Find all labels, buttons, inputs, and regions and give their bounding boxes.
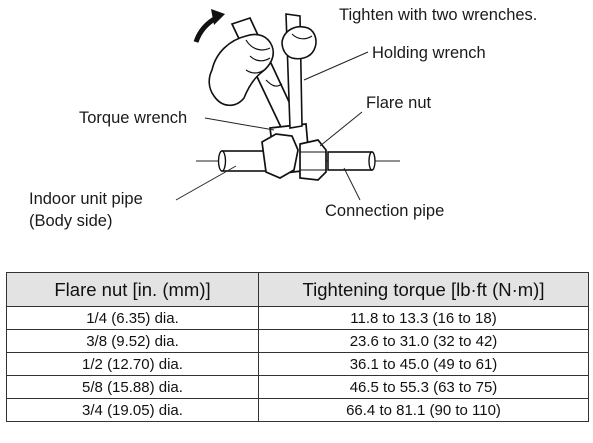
flare-nut-size: 3/8 (9.52) dia.	[6, 329, 259, 353]
instruction-text: Tighten with two wrenches.	[339, 6, 538, 24]
tightening-torque: 66.4 to 81.1 (90 to 110)	[258, 398, 589, 422]
tightening-torque: 36.1 to 45.0 (49 to 61)	[258, 352, 589, 376]
holding-wrench-leader	[303, 51, 369, 81]
column-header-torque: Tightening torque [lb·ft (N·m)]	[258, 272, 589, 307]
table-header-row: Flare nut [in. (mm)] Tightening torque […	[6, 272, 589, 307]
wrench-diagram	[175, 9, 400, 201]
indoor-pipe-label: Indoor unit pipe	[29, 190, 143, 208]
column-header-flare-nut: Flare nut [in. (mm)]	[6, 272, 259, 307]
table-row: 1/2 (12.70) dia. 36.1 to 45.0 (49 to 61)	[6, 352, 589, 376]
table-row: 3/8 (9.52) dia. 23.6 to 31.0 (32 to 42)	[6, 329, 589, 353]
table-row: 5/8 (15.88) dia. 46.5 to 55.3 (63 to 75)	[6, 375, 589, 399]
table-row: 3/4 (19.05) dia. 66.4 to 81.1 (90 to 110…	[6, 398, 589, 422]
tightening-torque: 46.5 to 55.3 (63 to 75)	[258, 375, 589, 399]
flare-nut-label: Flare nut	[366, 94, 432, 112]
tightening-torque: 23.6 to 31.0 (32 to 42)	[258, 329, 589, 353]
torque-table: Flare nut [in. (mm)] Tightening torque […	[6, 272, 589, 422]
torque-wrench-leader	[204, 117, 275, 131]
flare-nut-leader	[319, 111, 363, 147]
wrench-illustration: Tighten with two wrenches. Holding wrenc…	[29, 6, 538, 230]
connection-pipe-icon	[327, 151, 376, 171]
connection-pipe-leader	[343, 167, 361, 201]
flare-nut-size: 3/4 (19.05) dia.	[6, 398, 259, 422]
flare-nut-size: 1/2 (12.70) dia.	[6, 352, 259, 376]
rotation-arrow-icon	[193, 9, 225, 43]
flare-nut-size: 5/8 (15.88) dia.	[6, 375, 259, 399]
indoor-pipe-leader	[175, 165, 237, 201]
hand-icon	[281, 26, 317, 60]
torque-wrench-label: Torque wrench	[79, 109, 188, 127]
flare-nut-icon	[299, 139, 327, 181]
table-row: 1/4 (6.35) dia. 11.8 to 13.3 (16 to 18)	[6, 306, 589, 330]
tightening-torque: 11.8 to 13.3 (16 to 18)	[258, 306, 589, 330]
connection-pipe-label: Connection pipe	[325, 202, 445, 220]
holding-wrench-label: Holding wrench	[372, 44, 486, 62]
flare-nut-size: 1/4 (6.35) dia.	[6, 306, 259, 330]
indoor-pipe-sublabel: (Body side)	[29, 212, 113, 230]
hand-icon	[208, 33, 283, 107]
